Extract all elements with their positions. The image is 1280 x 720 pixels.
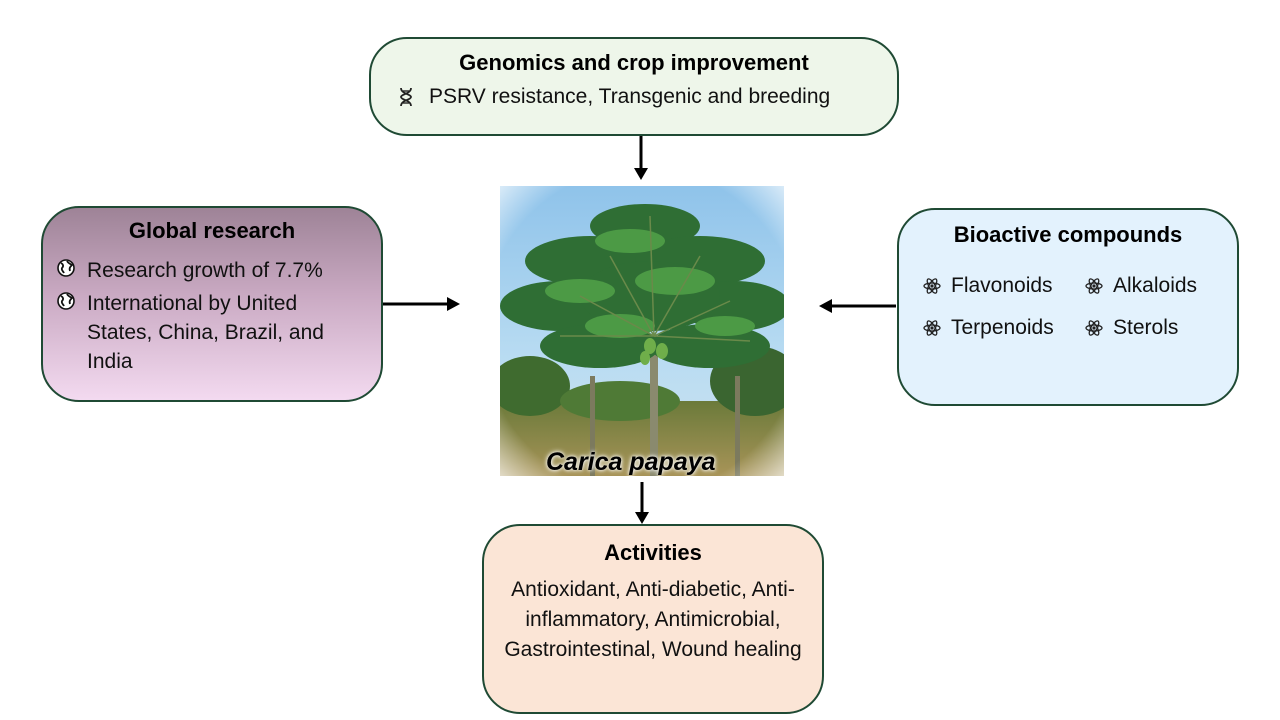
- species-label: Carica papaya: [546, 448, 716, 476]
- globe-icon: [57, 292, 87, 310]
- global-research-item-text-rest: States, China, Brazil, and India: [87, 321, 324, 373]
- activities-description: Antioxidant, Anti-diabetic, Anti-inflamm…: [504, 578, 802, 661]
- papaya-tree-image: [500, 186, 784, 476]
- genomics-title: Genomics and crop improvement: [459, 50, 809, 75]
- compound-name: Alkaloids: [1113, 274, 1198, 297]
- global-research-box: Global research Research growth of 7.7% …: [41, 206, 383, 402]
- atom-icon: [923, 319, 951, 337]
- compound-name: Sterols: [1113, 316, 1179, 339]
- atom-icon: [1085, 277, 1113, 295]
- arrow-right-left: [383, 297, 460, 311]
- genomics-item: PSRV resistance, Transgenic and breeding: [399, 85, 897, 109]
- genomics-item-text: PSRV resistance, Transgenic and breeding: [429, 85, 831, 108]
- globe-icon: [57, 259, 87, 277]
- compound-name: Flavonoids: [951, 274, 1053, 297]
- activities-title: Activities: [604, 540, 702, 565]
- arrow-down-top: [634, 136, 648, 180]
- atom-icon: [923, 277, 951, 295]
- atom-icon: [1085, 319, 1113, 337]
- dna-icon: [399, 87, 429, 107]
- compound-item: Alkaloids: [1085, 274, 1225, 298]
- compound-name: Terpenoids: [951, 316, 1054, 339]
- bioactive-compounds-title: Bioactive compounds: [953, 222, 1183, 247]
- global-research-item: International by United States, China, B…: [57, 289, 367, 376]
- global-research-title: Global research: [128, 218, 296, 243]
- compound-item: Terpenoids: [923, 316, 1085, 340]
- genomics-box: Genomics and crop improvement PSRV resis…: [369, 37, 899, 136]
- arrow-down-bottom: [635, 482, 649, 524]
- arrow-left-right: [819, 299, 896, 313]
- compound-item: Sterols: [1085, 316, 1225, 340]
- bioactive-compounds-box: Bioactive compounds Flavonoids: [897, 208, 1239, 406]
- global-research-item: Research growth of 7.7%: [57, 256, 367, 285]
- global-research-item-text: Research growth of 7.7%: [87, 259, 323, 282]
- activities-box: Activities Antioxidant, Anti-diabetic, A…: [482, 524, 824, 714]
- compound-item: Flavonoids: [923, 274, 1085, 298]
- global-research-item-text-line1: International by United: [87, 292, 298, 315]
